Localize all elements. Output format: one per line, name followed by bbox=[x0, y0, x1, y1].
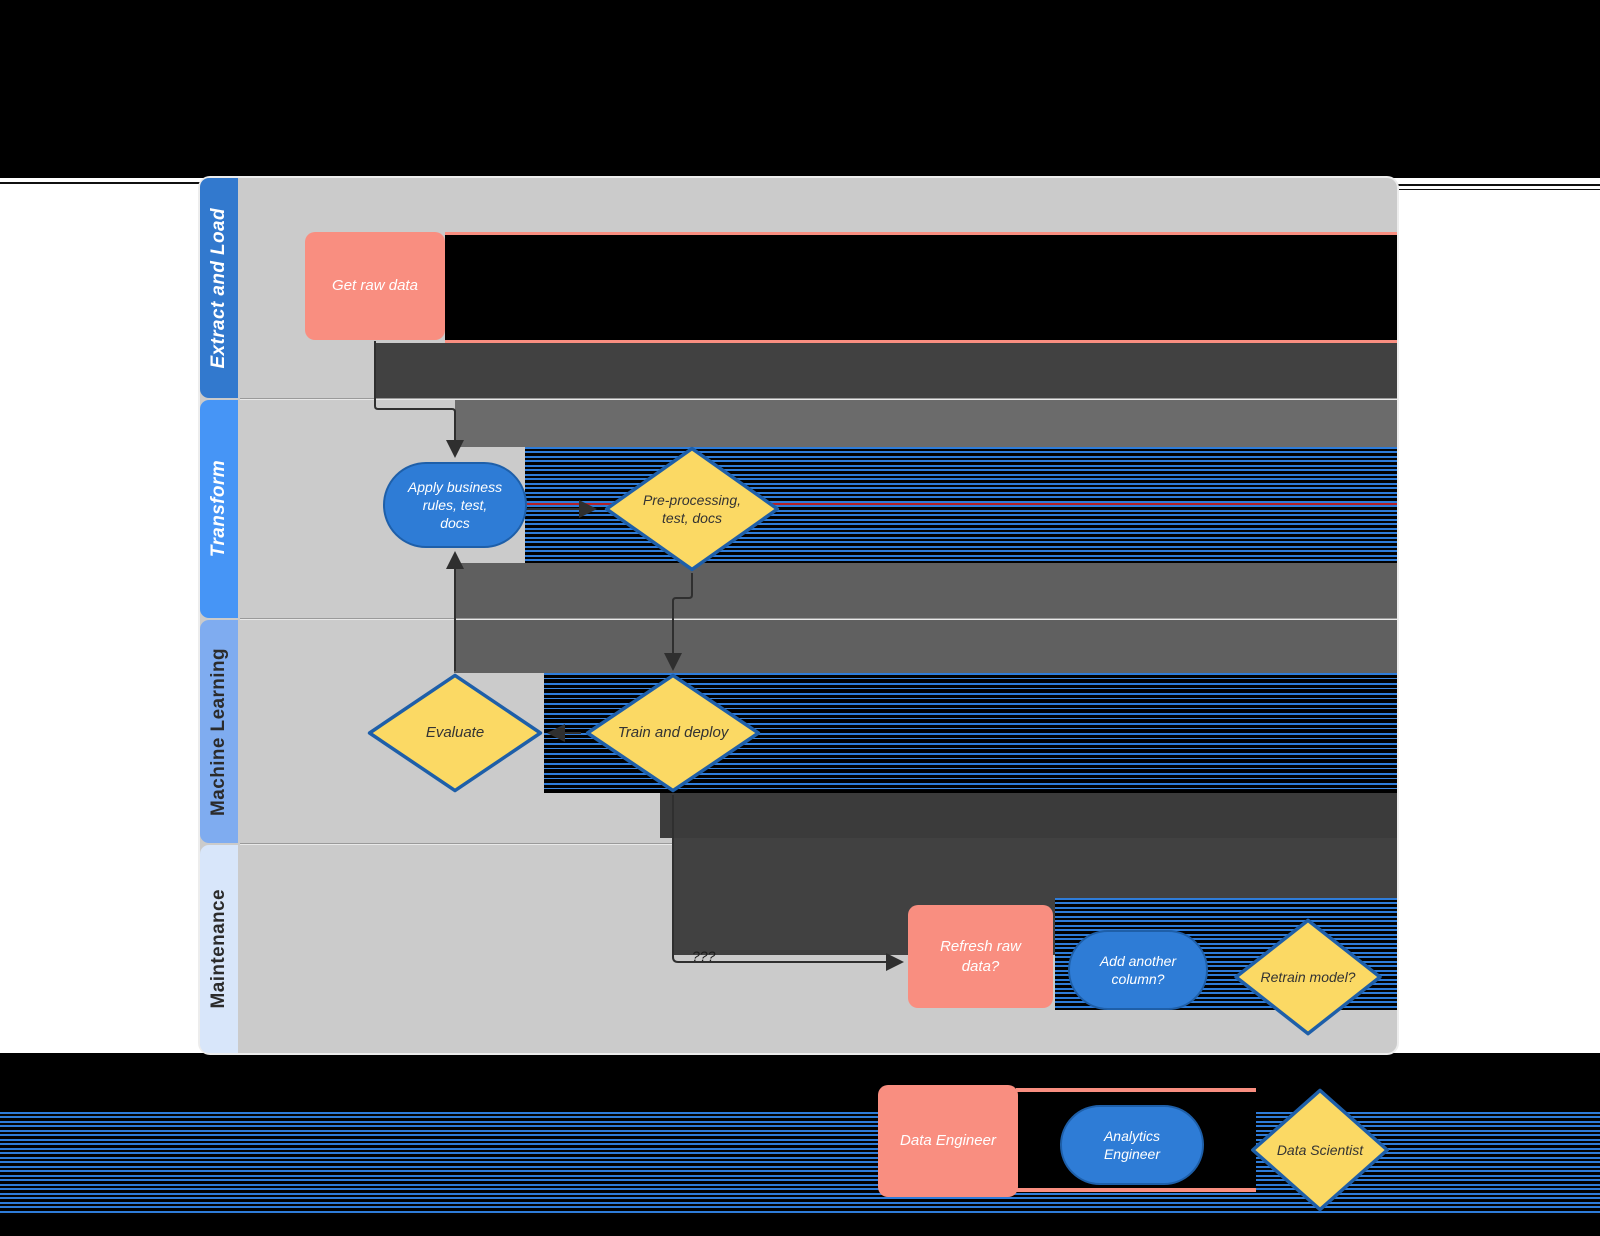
node-apply-business-rules[interactable]: Apply business rules, test, docs bbox=[383, 462, 527, 548]
legend-data-engineer[interactable]: Data Engineer bbox=[878, 1085, 1018, 1197]
glitch-band-lane3-gray-bottom bbox=[660, 793, 1397, 838]
legend-analytics-engineer-label: Analytics Engineer bbox=[1103, 1127, 1161, 1162]
legend-data-engineer-label: Data Engineer bbox=[900, 1132, 996, 1150]
connector-arrows bbox=[374, 341, 904, 971]
node-evaluate-label: Evaluate bbox=[425, 724, 485, 742]
edge-preprocessing-to-train bbox=[664, 573, 693, 671]
glitch-band-lane2-gray-top bbox=[455, 400, 1397, 447]
node-retrain-model[interactable]: Retrain model? bbox=[1233, 918, 1383, 1036]
swimlane-canvas: Extract and Load Transform Machine Learn… bbox=[200, 178, 1397, 1053]
glitch-band-lane1-gray bbox=[375, 343, 1397, 398]
node-add-another-column-label: Add another column? bbox=[1099, 952, 1177, 987]
legend-data-scientist-label: Data Scientist bbox=[1276, 1141, 1364, 1158]
edge-label-train-to-refresh: ??? bbox=[692, 948, 716, 964]
lane-header-transform[interactable]: Transform bbox=[200, 400, 238, 618]
glitch-band-lane3-gray-top bbox=[454, 620, 1397, 673]
node-add-another-column[interactable]: Add another column? bbox=[1068, 930, 1208, 1010]
glitch-band-lane2-gray-bottom bbox=[454, 563, 1397, 618]
node-retrain-model-label: Retrain model? bbox=[1260, 968, 1356, 985]
lane-header-maintenance[interactable]: Maintenance bbox=[200, 845, 238, 1053]
diamond-shape bbox=[1233, 918, 1383, 1036]
lane-separator-2 bbox=[240, 618, 1397, 619]
glitch-band-top bbox=[0, 0, 1600, 178]
node-train-and-deploy-label: Train and deploy bbox=[617, 724, 729, 742]
glitch-line-top-right bbox=[1397, 184, 1600, 186]
edge-train-to-refresh bbox=[672, 795, 904, 971]
diamond-shape bbox=[584, 673, 762, 793]
glitch-line-red bbox=[525, 503, 1397, 505]
lane-header-extract-and-load[interactable]: Extract and Load bbox=[200, 178, 238, 398]
edge-getraw-to-applyrules bbox=[374, 341, 464, 458]
node-refresh-raw-data-label: Refresh raw data? bbox=[940, 938, 1021, 975]
node-train-and-deploy[interactable]: Train and deploy bbox=[584, 673, 762, 793]
legend-data-scientist[interactable]: Data Scientist bbox=[1250, 1088, 1390, 1212]
diamond-shape bbox=[366, 673, 544, 793]
legend-analytics-engineer[interactable]: Analytics Engineer bbox=[1060, 1105, 1204, 1185]
node-refresh-raw-data[interactable]: Refresh raw data? bbox=[908, 905, 1053, 1008]
node-pre-processing-label: Pre-processing, test, docs bbox=[642, 491, 742, 526]
diamond-shape bbox=[1250, 1088, 1390, 1212]
node-get-raw-data[interactable]: Get raw data bbox=[305, 232, 445, 340]
node-apply-business-rules-label: Apply business rules, test, docs bbox=[407, 478, 503, 532]
glitch-line-top-right-2 bbox=[1397, 189, 1600, 190]
node-evaluate[interactable]: Evaluate bbox=[366, 673, 544, 793]
lane-header-machine-learning[interactable]: Machine Learning bbox=[200, 620, 238, 843]
glitch-line-top-left bbox=[0, 182, 200, 184]
diamond-shape bbox=[603, 446, 781, 572]
node-get-raw-data-label: Get raw data bbox=[332, 277, 418, 295]
glitch-band-lane1-black bbox=[445, 232, 1397, 343]
lane-separator-1 bbox=[240, 398, 1397, 399]
node-pre-processing[interactable]: Pre-processing, test, docs bbox=[603, 446, 781, 572]
